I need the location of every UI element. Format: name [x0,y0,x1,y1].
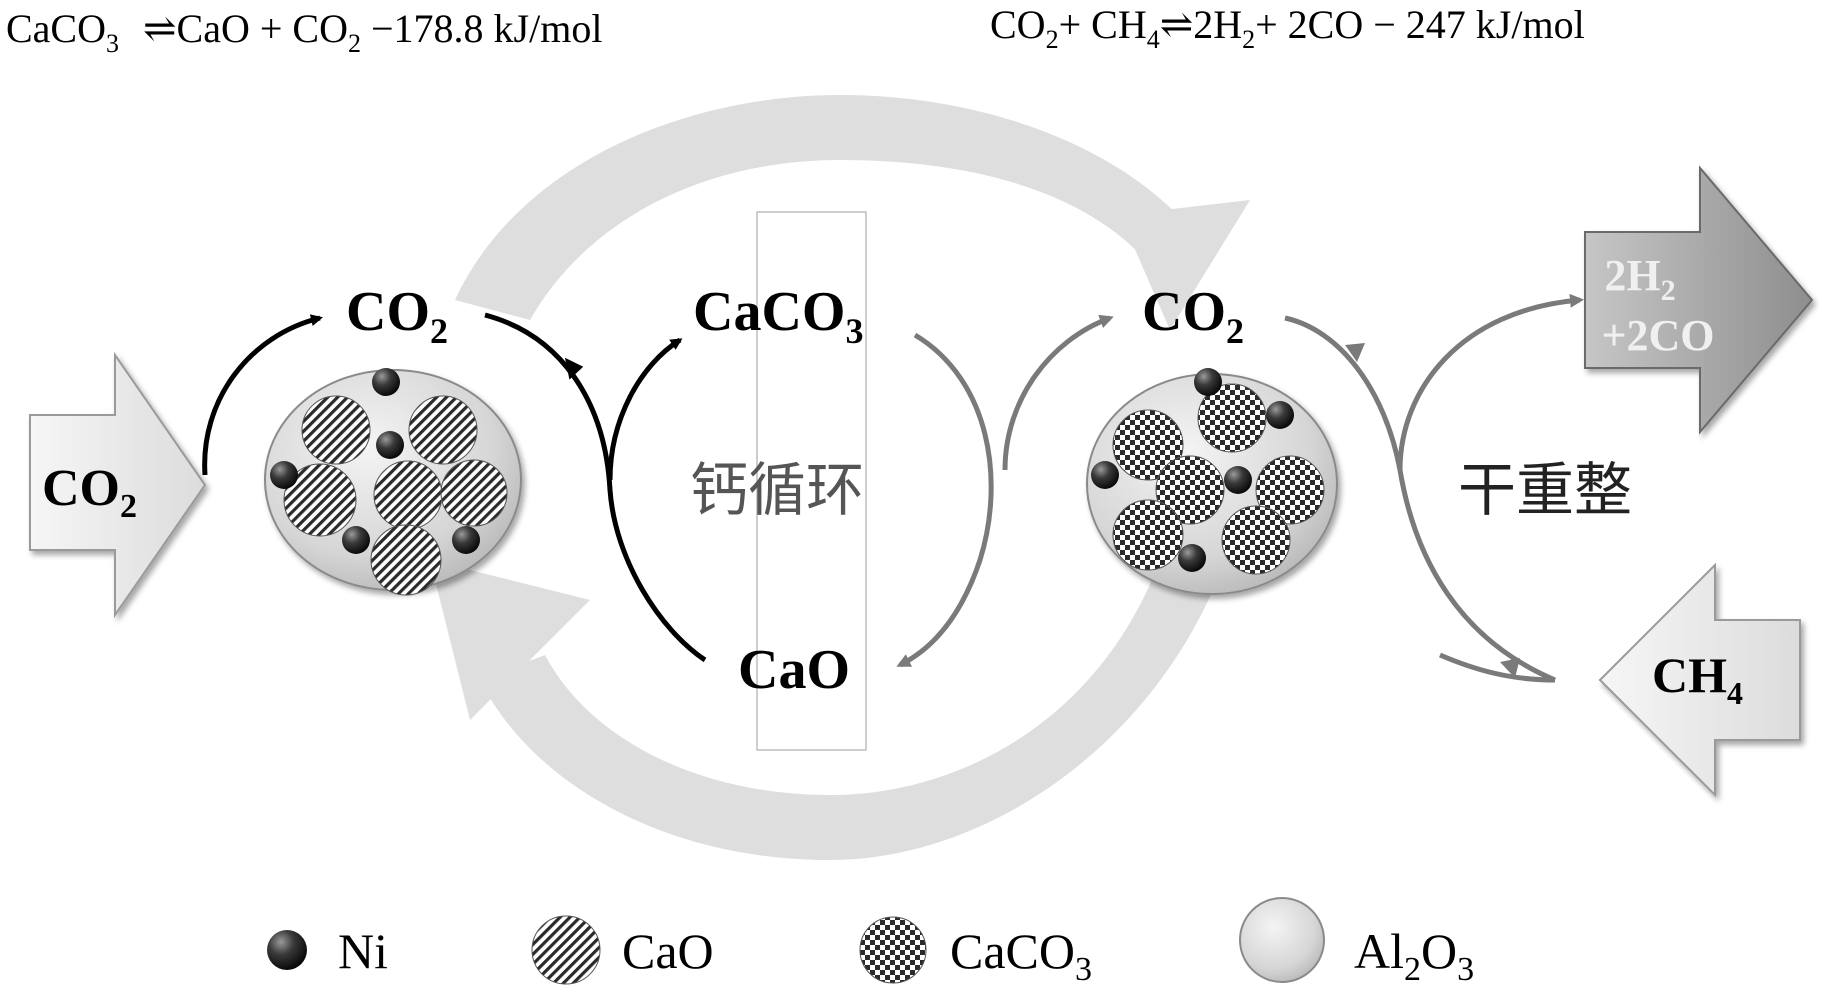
product-arrow [1584,165,1814,435]
caco3-center-label: CaCO3 [693,281,863,351]
center-highlight-box [756,211,867,751]
cao-center-label: CaO [738,639,850,701]
co2-inlet-label: CO2 [42,460,137,525]
release-arrows [896,293,1584,683]
ch4-return-arrowhead [1500,658,1520,678]
release-arrow-midhead [1345,343,1365,362]
capture-arrow-midhead [564,357,584,380]
legend-cao-swatch [531,915,601,985]
legend-cao-label: CaO [622,923,714,979]
ch4-inlet-label: CH4 [1652,647,1743,711]
legend-ni-label: Ni [338,923,388,979]
caco3-catalyst-particle [1086,368,1338,595]
legend-caco3-swatch [859,916,927,984]
co2-inlet-arrow [29,351,207,619]
dry-reforming-label: 干重整 [1458,456,1632,524]
cao-catalyst-particle [264,368,522,596]
ch4-inlet-arrow [1598,562,1801,798]
product-label-line1: 2H2 [1604,251,1675,307]
equation-calcination: CaCO3⇌CaO + CO2 −178.8 kJ/mol [6,6,602,58]
co2-left-label: CO2 [346,281,448,351]
legend: Ni CaO CaCO3 Al2O3 [267,897,1474,988]
legend-al2o3-swatch [1239,897,1325,983]
legend-caco3-label: CaCO3 [950,923,1092,988]
capture-arrows [202,312,707,663]
calcium-loop-label: 钙循环 [690,456,864,524]
cycle-arrow-background [430,95,1250,860]
legend-al2o3-label: Al2O3 [1354,923,1474,988]
co2-right-label: CO2 [1142,281,1244,351]
equation-dry-reforming: CO2+ CH4⇌2H2+ 2CO − 247 kJ/mol [990,2,1585,54]
product-label-line2: +2CO [1601,311,1714,360]
legend-ni-swatch [267,930,307,970]
